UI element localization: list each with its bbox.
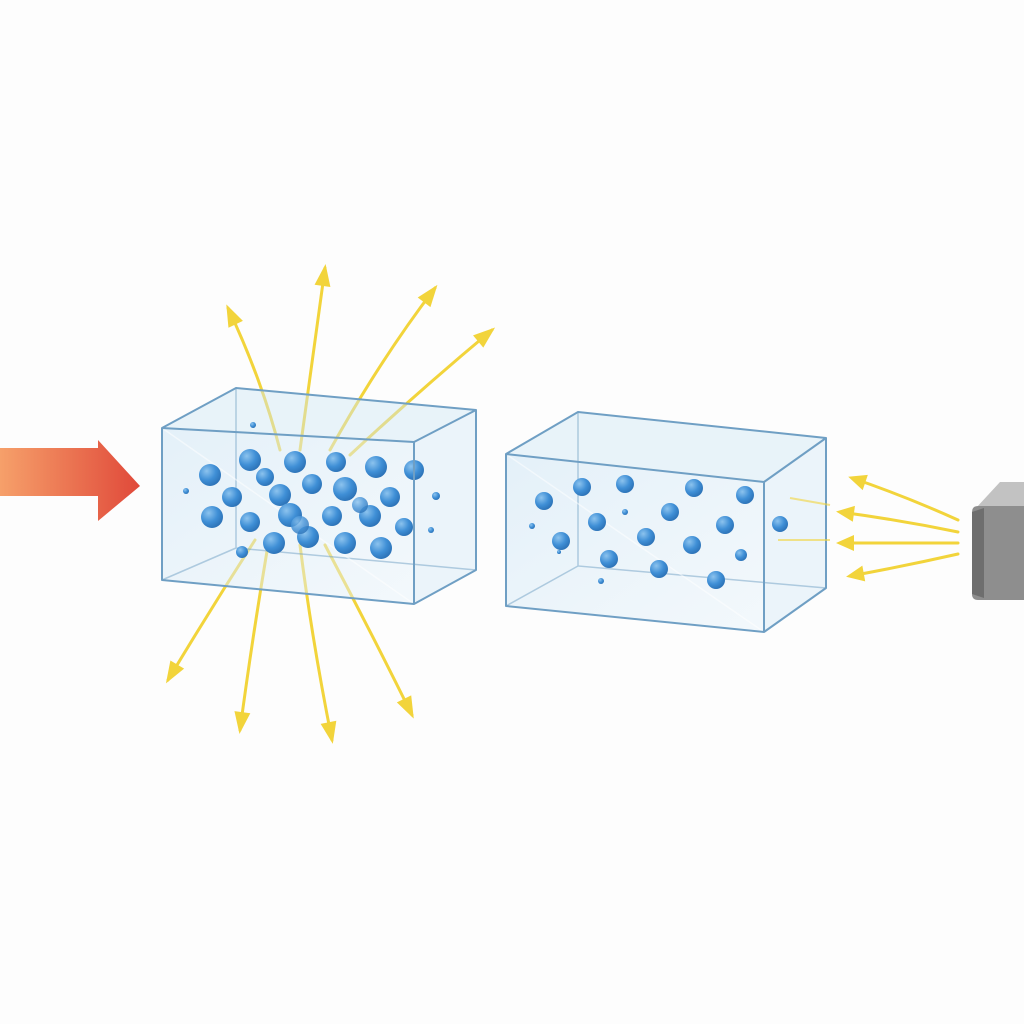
particle xyxy=(322,506,342,526)
particle xyxy=(326,452,346,472)
particle xyxy=(736,486,754,504)
ray-arrowhead xyxy=(417,284,438,308)
ray-arrowhead xyxy=(836,505,855,522)
particle xyxy=(616,475,634,493)
particle xyxy=(222,487,242,507)
particle xyxy=(588,513,606,531)
particle xyxy=(236,546,248,558)
particle xyxy=(269,484,291,506)
dense-particles xyxy=(183,422,440,559)
particle xyxy=(380,487,400,507)
ray-arrowhead xyxy=(165,660,185,684)
particle xyxy=(650,560,668,578)
particle xyxy=(240,512,260,532)
particle xyxy=(535,492,553,510)
ray-arrow xyxy=(328,284,438,452)
ray-arrow xyxy=(298,264,331,452)
dense-particle-container xyxy=(161,387,477,605)
container-hidden-edges xyxy=(505,412,827,607)
ray-arrowhead xyxy=(396,695,414,719)
source-emitted-rays xyxy=(778,474,960,582)
ray-arrowhead xyxy=(314,264,331,287)
ray-arrow xyxy=(836,535,960,551)
particle xyxy=(685,479,703,497)
ray-arrowhead xyxy=(848,474,868,491)
particle xyxy=(302,474,322,494)
particle xyxy=(352,497,368,513)
particle xyxy=(395,518,413,536)
particle xyxy=(365,456,387,478)
ray-arrowhead xyxy=(234,711,251,734)
particle xyxy=(239,449,261,471)
particle xyxy=(598,578,604,584)
sparse-particles xyxy=(529,475,788,589)
particle xyxy=(334,532,356,554)
ray-arrowhead xyxy=(473,327,496,348)
particle xyxy=(573,478,591,496)
ray-arrowhead xyxy=(846,565,866,582)
container-top-face xyxy=(162,388,476,442)
particle xyxy=(637,528,655,546)
particle xyxy=(199,464,221,486)
sparse-particle-container xyxy=(505,411,827,633)
particle xyxy=(263,532,285,554)
particle xyxy=(735,549,747,561)
ray-arrow xyxy=(846,552,960,582)
particle xyxy=(183,488,189,494)
container-top-face xyxy=(506,412,826,482)
particle xyxy=(557,550,561,554)
particle xyxy=(432,492,440,500)
particle xyxy=(291,516,309,534)
container-hidden-edges xyxy=(161,388,477,581)
particle xyxy=(707,571,725,589)
particle xyxy=(333,477,357,501)
container-edges xyxy=(505,411,827,633)
particle xyxy=(284,451,306,473)
ray-arrowhead xyxy=(226,304,243,328)
particle xyxy=(661,503,679,521)
container-reflection xyxy=(505,453,765,633)
ray-arrow xyxy=(848,474,960,522)
particle xyxy=(600,550,618,568)
ray-arrowhead xyxy=(836,535,854,551)
particle xyxy=(201,506,223,528)
heat-arrow-icon xyxy=(0,440,140,521)
ray-arrow xyxy=(836,505,960,534)
faint-ray xyxy=(789,497,831,506)
ray-arrowhead xyxy=(320,720,337,744)
particle xyxy=(772,516,788,532)
particle xyxy=(529,523,535,529)
particle xyxy=(622,509,628,515)
particle xyxy=(716,516,734,534)
container-edges xyxy=(161,387,477,605)
particle xyxy=(370,537,392,559)
particle xyxy=(250,422,256,428)
gray-emitter-block-icon xyxy=(972,482,1024,600)
particle xyxy=(256,468,274,486)
particle xyxy=(683,536,701,554)
particle xyxy=(552,532,570,550)
particle xyxy=(428,527,434,533)
container-side-face xyxy=(414,410,476,604)
